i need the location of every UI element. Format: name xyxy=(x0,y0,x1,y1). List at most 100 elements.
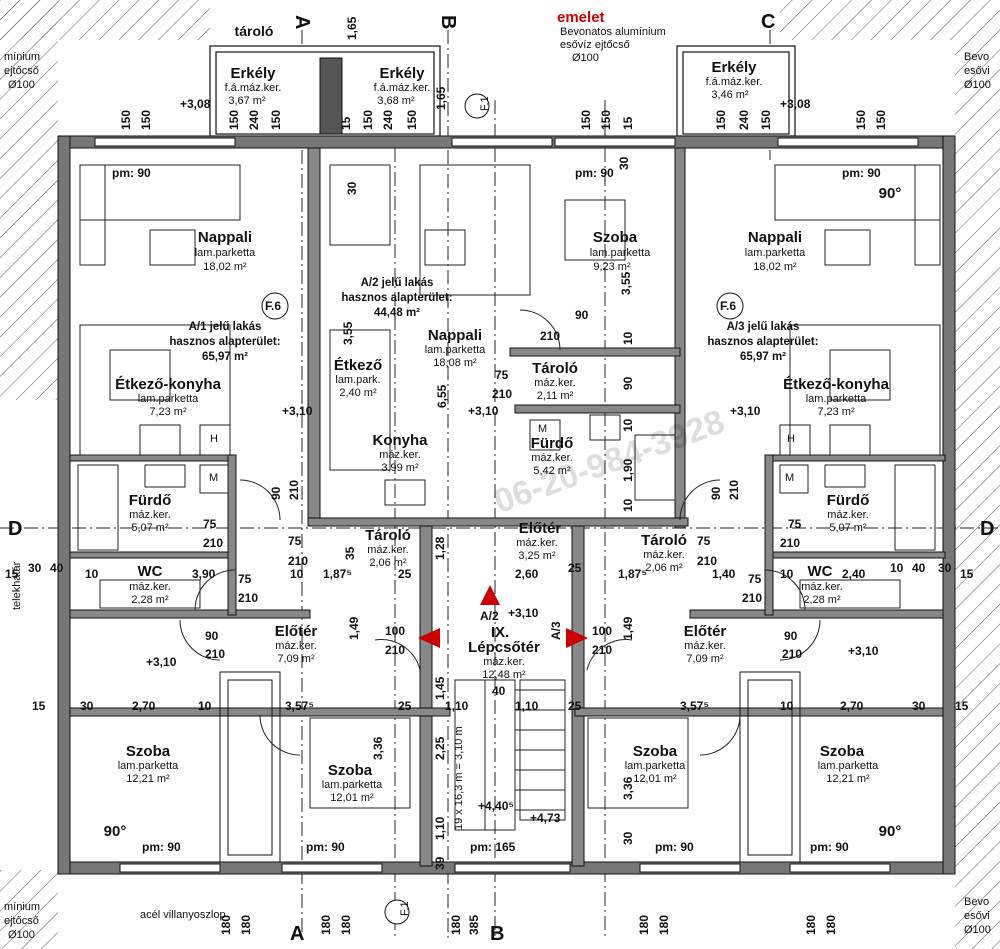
svg-text:65,97 m²: 65,97 m² xyxy=(740,351,786,363)
svg-text:Nappali: Nappali xyxy=(748,229,802,246)
svg-text:25: 25 xyxy=(568,699,582,713)
edge-note-lt-1: mínium xyxy=(4,51,40,63)
svg-text:F.6: F.6 xyxy=(720,299,736,313)
svg-text:A/3 jelű lakás: A/3 jelű lakás xyxy=(727,321,800,333)
apartment-labels: A/1 jelű lakás hasznos alapterület: 65,9… xyxy=(169,277,818,363)
svg-text:7,23 m²: 7,23 m² xyxy=(149,406,187,418)
svg-text:f.á.máz.ker.: f.á.máz.ker. xyxy=(374,82,431,94)
svg-text:Előtér: Előtér xyxy=(275,623,318,640)
svg-text:18,08 m²: 18,08 m² xyxy=(433,357,477,369)
svg-text:210: 210 xyxy=(540,329,560,343)
svg-text:F.1: F.1 xyxy=(399,901,411,916)
svg-text:10: 10 xyxy=(780,567,794,581)
dimensions: 150 150 150 240 150 1,65 150 240 150 1,6… xyxy=(5,16,974,935)
svg-text:210: 210 xyxy=(592,643,612,657)
svg-text:1,40: 1,40 xyxy=(712,567,736,581)
axis-a-bottom: A xyxy=(290,923,304,945)
svg-text:10: 10 xyxy=(890,561,904,575)
svg-text:Szoba: Szoba xyxy=(126,743,171,760)
svg-text:18,02 m²: 18,02 m² xyxy=(203,261,247,273)
svg-text:150: 150 xyxy=(227,110,241,130)
svg-text:lam.parketta: lam.parketta xyxy=(322,779,383,791)
svg-text:pm: 90: pm: 90 xyxy=(112,166,151,180)
svg-text:44,48 m²: 44,48 m² xyxy=(374,307,420,319)
svg-text:2,70: 2,70 xyxy=(132,699,156,713)
svg-text:15: 15 xyxy=(5,567,19,581)
svg-text:Előtér: Előtér xyxy=(684,623,727,640)
svg-text:40: 40 xyxy=(492,684,506,698)
svg-text:25: 25 xyxy=(398,567,412,581)
svg-text:2,70: 2,70 xyxy=(840,699,864,713)
svg-text:3,57⁵: 3,57⁵ xyxy=(680,699,709,713)
svg-text:Étkező: Étkező xyxy=(334,357,382,374)
level-label: emelet xyxy=(557,9,605,26)
svg-text:Konyha: Konyha xyxy=(372,432,428,449)
svg-text:150: 150 xyxy=(405,110,419,130)
svg-text:12,21 m²: 12,21 m² xyxy=(126,773,170,785)
svg-text:2,25: 2,25 xyxy=(433,736,447,760)
svg-text:12,01 m²: 12,01 m² xyxy=(633,773,677,785)
svg-text:+4,40⁵: +4,40⁵ xyxy=(478,799,514,813)
svg-text:Fürdő: Fürdő xyxy=(531,435,574,452)
svg-text:lam.parketta: lam.parketta xyxy=(745,247,806,259)
svg-text:10: 10 xyxy=(780,699,794,713)
svg-text:máz.ker.: máz.ker. xyxy=(516,537,558,549)
svg-text:hasznos alapterület:: hasznos alapterület: xyxy=(341,292,452,304)
svg-text:A/2: A/2 xyxy=(480,609,499,623)
svg-text:2,28 m²: 2,28 m² xyxy=(803,594,841,606)
svg-text:máz.ker.: máz.ker. xyxy=(275,640,317,652)
svg-text:180: 180 xyxy=(339,915,353,935)
svg-text:+3,10: +3,10 xyxy=(468,404,499,418)
svg-text:210: 210 xyxy=(782,647,802,661)
room-labels: Erkély f.á.máz.ker. 3,67 m² Erkély f.á.m… xyxy=(115,59,890,804)
svg-text:10: 10 xyxy=(290,567,304,581)
svg-text:1,28: 1,28 xyxy=(433,536,447,560)
edge-note-rb-2: esővi xyxy=(964,910,990,922)
svg-text:30: 30 xyxy=(80,699,94,713)
svg-text:M: M xyxy=(209,472,218,484)
svg-text:210: 210 xyxy=(697,554,717,568)
svg-text:240: 240 xyxy=(381,110,395,130)
svg-text:9,23 m²: 9,23 m² xyxy=(593,261,631,273)
svg-text:150: 150 xyxy=(759,110,773,130)
svg-text:12,01 m²: 12,01 m² xyxy=(330,792,374,804)
svg-text:1,49: 1,49 xyxy=(347,616,361,640)
edge-note-lt-2: ejtőcső xyxy=(4,65,39,77)
staircase xyxy=(454,679,565,831)
svg-text:180: 180 xyxy=(637,915,651,935)
svg-text:150: 150 xyxy=(361,110,375,130)
edge-note-lt-3: Ø100 xyxy=(8,79,35,91)
svg-text:3,36: 3,36 xyxy=(371,736,385,760)
svg-text:25: 25 xyxy=(398,699,412,713)
edge-note-rb-3: Ø100 xyxy=(964,924,991,936)
svg-text:10: 10 xyxy=(621,498,635,512)
edge-note-rt-1: Bevo xyxy=(964,51,989,63)
svg-text:Szoba: Szoba xyxy=(593,229,638,246)
edge-note-lb-2: ejtőcső xyxy=(4,915,39,927)
svg-text:75: 75 xyxy=(788,517,802,531)
svg-text:2,11 m²: 2,11 m² xyxy=(537,390,574,402)
svg-text:180: 180 xyxy=(449,915,463,935)
svg-text:A/2 jelű lakás: A/2 jelű lakás xyxy=(361,277,434,289)
svg-text:+3,10: +3,10 xyxy=(848,644,879,658)
svg-text:75: 75 xyxy=(495,368,509,382)
svg-text:30: 30 xyxy=(28,561,42,575)
svg-text:lam.parketta: lam.parketta xyxy=(590,247,651,259)
svg-text:Nappali: Nappali xyxy=(428,327,482,344)
svg-text:30: 30 xyxy=(617,156,631,170)
gutter-note-line1: Bevonatos alumínium xyxy=(560,26,666,38)
edge-note-lb-3: Ø100 xyxy=(8,929,35,941)
svg-text:Erkély: Erkély xyxy=(379,65,425,82)
svg-text:40: 40 xyxy=(912,561,926,575)
svg-text:30: 30 xyxy=(912,699,926,713)
svg-text:3,55: 3,55 xyxy=(341,321,355,345)
svg-text:1,65: 1,65 xyxy=(345,16,359,40)
svg-text:75: 75 xyxy=(748,572,762,586)
svg-text:210: 210 xyxy=(203,536,223,550)
svg-text:150: 150 xyxy=(269,110,283,130)
svg-text:+4,73: +4,73 xyxy=(530,811,561,825)
svg-text:1,65: 1,65 xyxy=(434,86,448,110)
svg-text:75: 75 xyxy=(203,517,217,531)
svg-text:15: 15 xyxy=(955,699,969,713)
